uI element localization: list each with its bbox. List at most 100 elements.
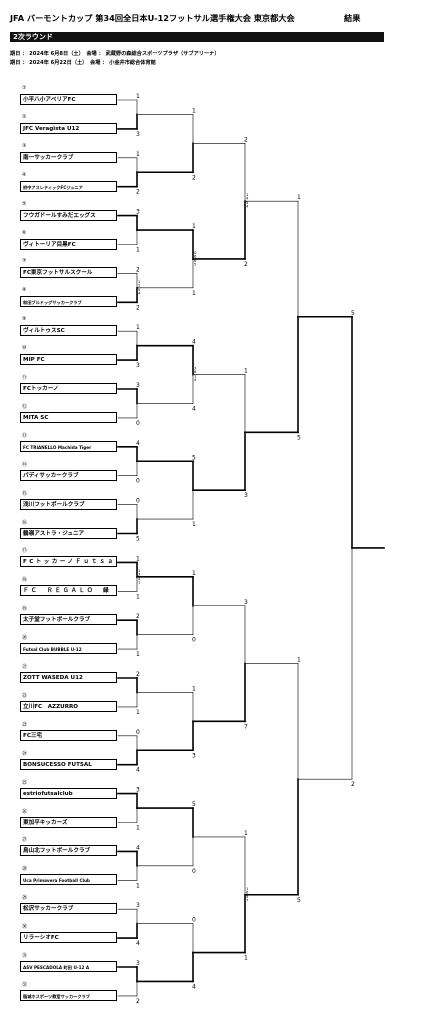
round-bar: 2次ラウンド <box>10 32 384 42</box>
score-label: 1 <box>136 882 140 889</box>
score-label: 4 <box>136 844 140 851</box>
score-label: 5 <box>138 287 141 292</box>
score-label: 7 <box>246 897 249 902</box>
team-name: 浅川フットボールクラブ <box>20 498 117 510</box>
team-number: ⑫ <box>22 403 28 410</box>
score-label: 5 <box>136 536 140 543</box>
score-label: 4 <box>194 377 197 382</box>
score-label: 0 <box>192 868 196 875</box>
team-name: JFC Veragista U12 <box>20 122 117 134</box>
score-label: 3 <box>194 366 197 371</box>
team-number: ⑦ <box>22 258 27 265</box>
score-label: 4 <box>246 204 249 209</box>
team-number: ③ <box>22 142 27 149</box>
schedule-line-1: 期日 ： 2024年 6月8日（土） 会場 ： 武蔵野の森総合スポーツプラザ（サ… <box>10 51 220 57</box>
team-name: 稲城ホスポーツ教室サッカークラブ <box>20 989 117 1001</box>
team-name: 鶴嶺アストラ・ジュニア <box>20 527 117 539</box>
score-label: 1 <box>192 570 196 577</box>
team-number: ⑱ <box>22 577 28 584</box>
score-label: 4 <box>192 983 196 990</box>
team-name: 太子堂フットボールクラブ <box>20 614 117 626</box>
team-number: ㉙ <box>22 895 28 902</box>
score-label: 4 <box>136 767 140 774</box>
team-name: 府中アスレティックFCジュニア <box>20 180 117 192</box>
team-number: ⑭ <box>22 461 28 468</box>
score-label: 5 <box>351 310 355 317</box>
score-label: 3 <box>244 492 248 499</box>
team-number: ㉗ <box>22 837 28 844</box>
score-label: 1 <box>244 955 248 962</box>
score-label: 1 <box>136 825 140 832</box>
score-label: 5 <box>192 454 196 461</box>
score-label: 2 <box>136 266 140 273</box>
team-name: Uca Primavera Football Club <box>20 874 117 886</box>
score-label: 0 <box>192 637 196 644</box>
score-label: 1 <box>192 223 196 230</box>
score-label: 0 <box>136 498 140 505</box>
score-label: 1 <box>138 568 141 573</box>
score-label: 3 <box>136 209 140 216</box>
round-label: 2次ラウンド <box>13 33 53 41</box>
score-label: 4 <box>246 196 249 201</box>
team-name: 松沢サッカークラブ <box>20 903 117 915</box>
score-label: 0 <box>136 478 140 485</box>
score-label: 1 <box>138 279 141 284</box>
team-number: ㉛ <box>22 953 28 959</box>
score-label: 1 <box>136 324 140 331</box>
team-name: BONSUCESSO FUTSAL <box>20 758 117 770</box>
team-name: MITA SC <box>20 411 117 423</box>
team-name: FCトッカーノＦｕｔｓａｌ <box>20 556 117 568</box>
score-label: 2 <box>244 261 248 268</box>
score-label: 2 <box>138 282 141 287</box>
result-label: 結果 <box>344 13 361 23</box>
score-label: 5 <box>192 801 196 808</box>
team-number: ⑳ <box>22 635 28 642</box>
score-label: 6 <box>194 258 197 263</box>
team-number: ㉓ <box>22 721 28 728</box>
score-label: 5 <box>297 434 301 441</box>
team-number: ④ <box>22 171 27 178</box>
score-label: 1 <box>246 886 249 891</box>
team-number: ⑥ <box>22 229 27 236</box>
team-number: ⑮ <box>22 490 28 497</box>
score-label: 5 <box>246 894 249 899</box>
score-label: 3 <box>136 787 140 794</box>
score-label: 2 <box>136 304 140 311</box>
score-label: 1 <box>297 657 301 664</box>
team-name: 立川FC AZZURRO <box>20 700 117 712</box>
team-name: 和田ブルドッグサッカークラブ <box>20 296 117 308</box>
score-label: 3 <box>136 382 140 389</box>
score-label: 4 <box>138 576 141 581</box>
team-name: ZOTT WASEDA U12 <box>20 672 117 683</box>
team-name: 東加平キッカーズ <box>20 816 117 828</box>
score-label: 4 <box>192 339 196 346</box>
team-name: estriofutsalclub <box>20 787 117 799</box>
score-label: 1 <box>192 521 196 528</box>
score-label: 0 <box>136 420 140 427</box>
score-label: 3 <box>136 902 140 909</box>
team-name: FC東京フットサルスクール <box>20 267 117 279</box>
score-label: 4 <box>138 290 141 295</box>
team-number: ⑤ <box>22 200 27 207</box>
score-label: 2 <box>136 189 140 196</box>
team-entry: ⑦ FC東京フットサルスクール <box>20 258 119 279</box>
score-label: 1 <box>136 709 140 716</box>
score-label: 0 <box>136 729 140 736</box>
score-label: 6 <box>194 369 197 374</box>
team-number: ㉔ <box>22 750 28 757</box>
